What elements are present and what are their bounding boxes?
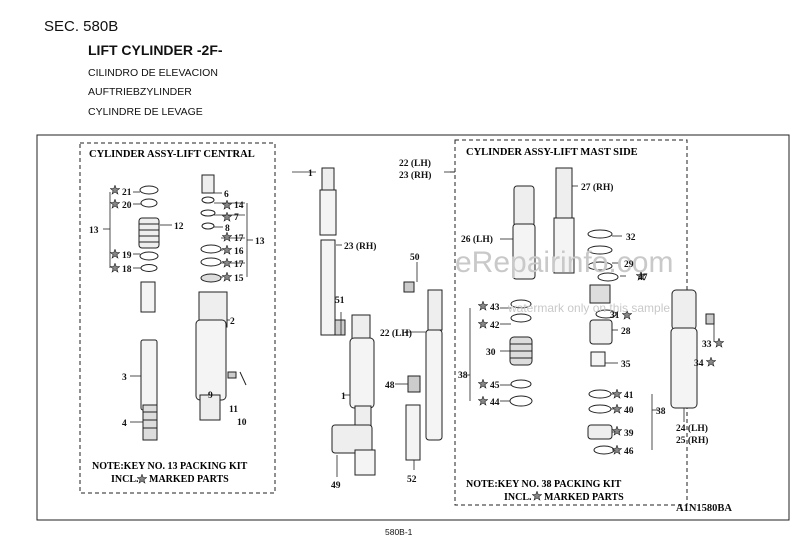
subtitle-german: AUFTRIEBZYLINDER <box>88 86 192 98</box>
drawing-code: A1N1580BA <box>676 503 733 514</box>
watermark-sample: watermark only on this sample <box>507 301 670 315</box>
callout: 19 <box>122 251 132 261</box>
page-number: 580B-1 <box>385 527 413 537</box>
callout: 7 <box>234 213 239 223</box>
callout: 26 (LH) <box>461 234 493 245</box>
left-note-line2: INCL. <box>111 474 139 485</box>
subtitle-french: CYLINDRE DE LEVAGE <box>88 106 203 118</box>
callout: 35 <box>621 360 631 370</box>
callout-labels: 21 20 13 12 19 18 3 4 6 14 7 8 17 13 16 … <box>89 158 712 491</box>
callout: 16 <box>234 247 244 257</box>
callout: 30 <box>486 348 496 358</box>
right-box-title: CYLINDER ASSY-LIFT MAST SIDE <box>466 147 638 158</box>
middle-cylinder-parts <box>319 167 443 476</box>
callout: 50 <box>410 253 420 263</box>
callout: 43 <box>490 303 500 313</box>
callout: 27 (RH) <box>581 182 613 193</box>
callout: 38 <box>458 371 468 381</box>
callout: 6 <box>224 190 229 200</box>
watermark-brand: eRepairinfo.com <box>455 246 673 279</box>
callout: 22 (LH) <box>399 158 431 169</box>
callout: 9 <box>208 391 213 401</box>
callout: 41 <box>624 391 634 401</box>
right-note-line2: INCL. <box>504 492 532 503</box>
callout: 45 <box>490 381 500 391</box>
callout: 34 <box>694 359 704 369</box>
callout: 1 <box>341 392 346 402</box>
callout: 31 <box>610 311 620 321</box>
callout: 49 <box>331 481 341 491</box>
middle-leader-lines <box>292 171 455 477</box>
callout: 33 <box>702 340 712 350</box>
callout: 28 <box>621 327 631 337</box>
page-title: LIFT CYLINDER -2F- <box>88 42 223 58</box>
callout: 52 <box>407 475 417 485</box>
callout: 51 <box>335 296 345 306</box>
section-number: SEC. 580B <box>44 18 119 35</box>
callout: 13 <box>255 237 265 247</box>
callout: 46 <box>624 447 634 457</box>
right-note-line3: MARKED PARTS <box>544 492 624 503</box>
callout: 29 <box>624 260 634 270</box>
subtitle-spanish: CILINDRO DE ELEVACION <box>88 67 218 79</box>
callout: 13 <box>89 226 99 236</box>
callout: 25 (RH) <box>676 435 708 446</box>
callout: 23 (RH) <box>399 170 431 181</box>
callout: 39 <box>624 429 634 439</box>
callout: 11 <box>229 405 238 415</box>
right-note-line1: NOTE:KEY NO. 38 PACKING KIT <box>466 479 622 490</box>
left-box-title: CYLINDER ASSY-LIFT CENTRAL <box>89 149 255 160</box>
left-cylinder-parts <box>138 174 247 441</box>
callout: 18 <box>122 265 132 275</box>
callout: 2 <box>230 317 235 327</box>
callout: 10 <box>237 418 247 428</box>
callout: 17 <box>234 260 244 270</box>
callout: 4 <box>122 419 127 429</box>
outer-frame <box>36 134 790 521</box>
callout: 40 <box>624 406 634 416</box>
callout: 23 (RH) <box>344 241 376 252</box>
left-note-line3: MARKED PARTS <box>149 474 229 485</box>
callout: 48 <box>385 381 395 391</box>
right-cylinder-parts <box>509 167 715 455</box>
left-box-frame <box>79 142 276 494</box>
callout: 42 <box>490 321 500 331</box>
callout: 24 (LH) <box>676 423 708 434</box>
callout: 32 <box>626 233 636 243</box>
callout: 17 <box>234 234 244 244</box>
left-note-line1: NOTE:KEY NO. 13 PACKING KIT <box>92 461 248 472</box>
callout: 14 <box>234 201 244 211</box>
callout: 1 <box>308 169 313 179</box>
callout: 15 <box>234 274 244 284</box>
callout: 12 <box>174 222 184 232</box>
callout: 44 <box>490 398 500 408</box>
callout: 21 <box>122 188 132 198</box>
callout: 20 <box>122 201 132 211</box>
callout: 8 <box>225 224 230 234</box>
callout: 38 <box>656 407 666 417</box>
callout: 22 (LH) <box>380 328 412 339</box>
callout: 3 <box>122 373 127 383</box>
callout: 47 <box>638 273 648 283</box>
